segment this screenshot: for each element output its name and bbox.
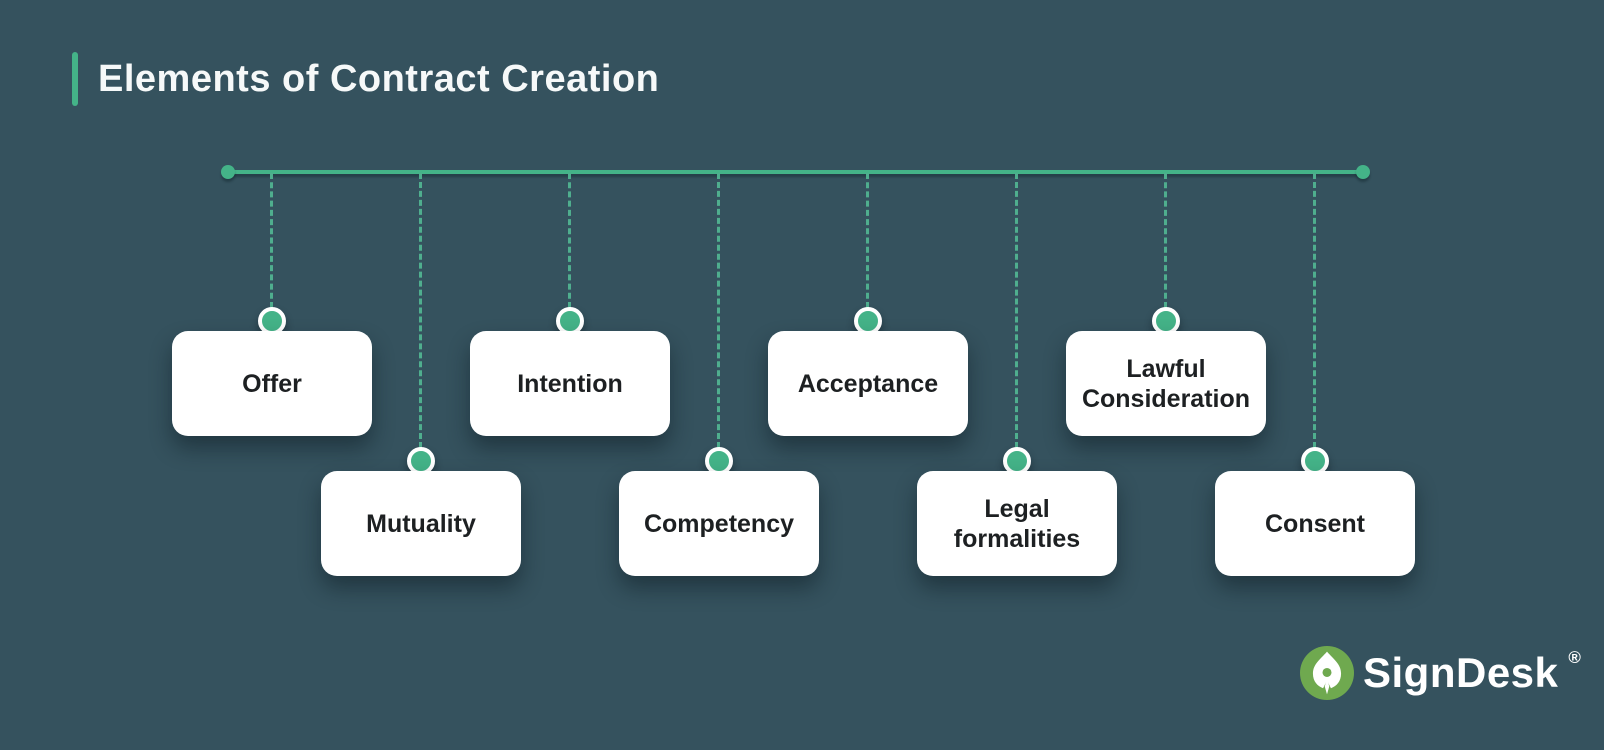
- signdesk-logo: SignDesk ®: [1300, 644, 1581, 702]
- card-lawful-consideration: Lawful Consideration: [1066, 331, 1266, 436]
- connector-line-mutuality: [419, 173, 422, 448]
- page-title: Elements of Contract Creation: [98, 58, 660, 100]
- card-label: Intention: [517, 369, 623, 398]
- card-mutuality: Mutuality: [321, 471, 521, 576]
- card-offer: Offer: [172, 331, 372, 436]
- card-intention: Intention: [470, 331, 670, 436]
- connector-line-offer: [270, 173, 273, 308]
- card-label: Acceptance: [797, 369, 939, 398]
- connector-line-acceptance: [866, 173, 869, 308]
- card-label: Legal formalities: [953, 494, 1081, 553]
- logo-text: SignDesk: [1363, 649, 1559, 696]
- registered-trademark-icon: ®: [1568, 648, 1581, 667]
- pin-legal-formalities: [1003, 447, 1031, 475]
- connector-line-lawful-consideration: [1164, 173, 1167, 308]
- card-label: Offer: [242, 369, 302, 398]
- connector-line-intention: [568, 173, 571, 308]
- connector-line-legal-formalities: [1015, 173, 1018, 448]
- card-label: Lawful Consideration: [1081, 354, 1251, 413]
- pin-consent: [1301, 447, 1329, 475]
- card-acceptance: Acceptance: [768, 331, 968, 436]
- card-consent: Consent: [1215, 471, 1415, 576]
- pin-intention: [556, 307, 584, 335]
- card-competency: Competency: [619, 471, 819, 576]
- card-legal-formalities: Legal formalities: [917, 471, 1117, 576]
- card-label: Consent: [1265, 509, 1365, 538]
- connector-line-competency: [717, 173, 720, 448]
- pen-nib-icon: [1300, 646, 1354, 700]
- card-label: Competency: [643, 509, 795, 538]
- timeline-line: [228, 170, 1363, 174]
- card-label: Mutuality: [366, 509, 476, 538]
- timeline-start-dot: [221, 165, 235, 179]
- title-accent-bar: [72, 52, 78, 106]
- connector-line-consent: [1313, 173, 1316, 448]
- timeline-end-dot: [1356, 165, 1370, 179]
